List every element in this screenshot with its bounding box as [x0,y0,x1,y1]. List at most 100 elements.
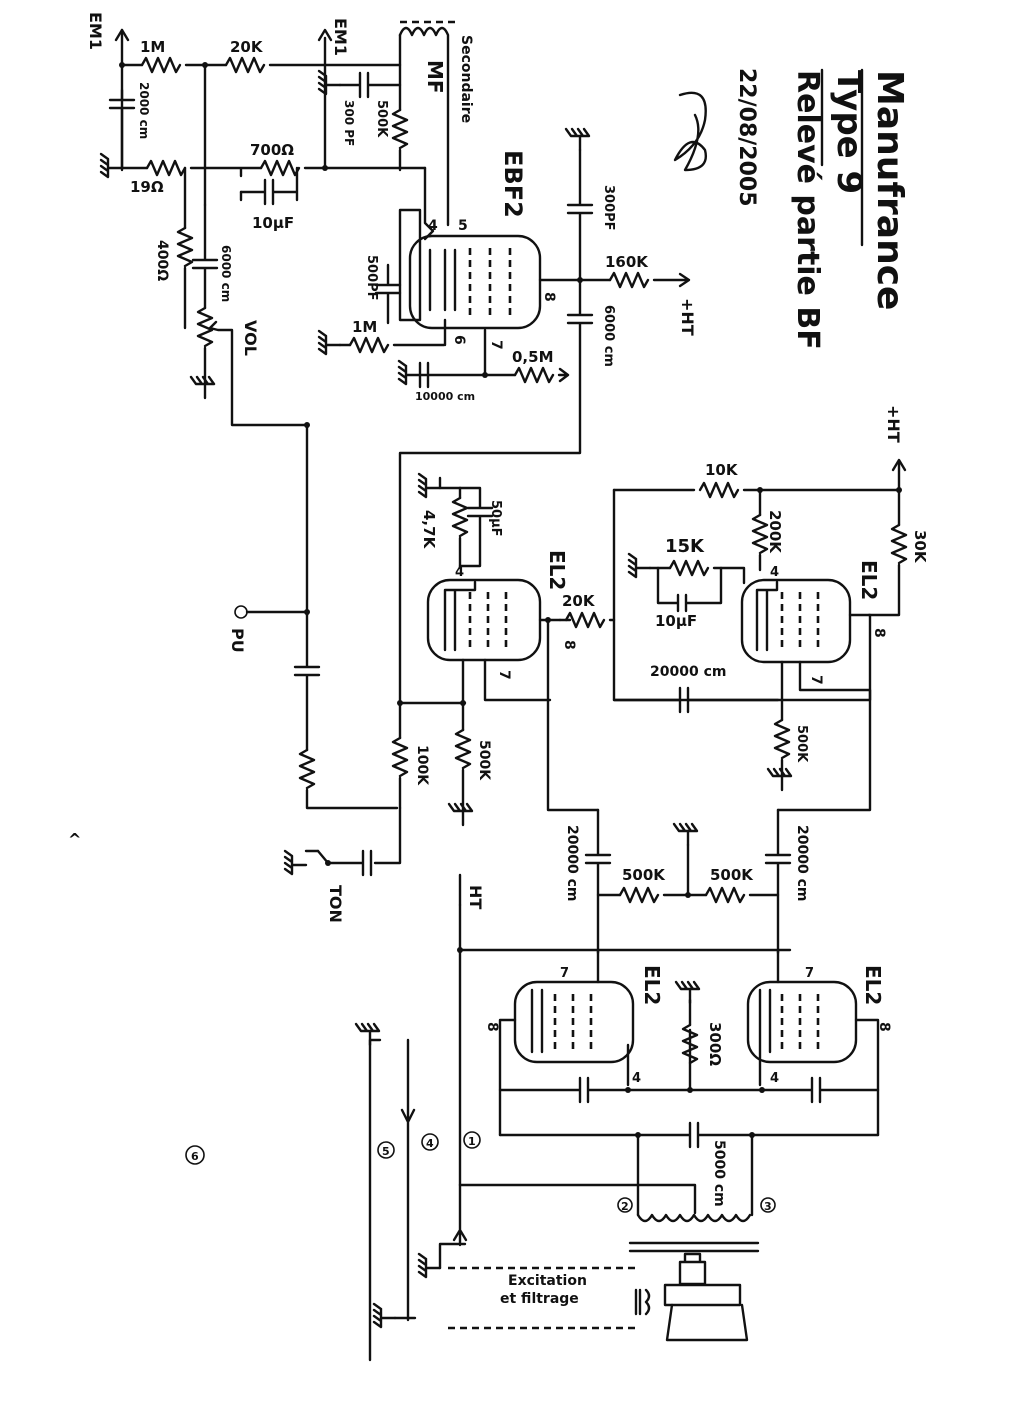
c-20000-l-label: 20000 cm [564,825,580,901]
c-10uf-b-label: 10µF [655,612,697,630]
svg-text:6: 6 [191,1150,199,1163]
r-15k-label: 15K [665,536,705,557]
r-300-label: 300Ω [706,1022,724,1066]
ebf2-pin7: 7 [488,340,504,350]
r-47k-label: 4,7K [420,510,438,550]
svg-text:4: 4 [426,1137,434,1150]
r-20k-top-label: 20K [230,38,264,56]
c-20000-r-label: 20000 cm [794,825,810,901]
c-20000-mid-label: 20000 cm [650,664,726,680]
label-ht-mid: +HT [884,405,903,443]
label-vol: VOL [241,320,260,356]
r-100k-label: 100K [414,745,430,786]
c-6000-vol-label: 6000 cm [219,245,233,302]
c-50uf-label: 50µF [488,500,503,537]
output-transformer: 2 3 [458,1133,776,1253]
r-400-label: 400Ω [154,240,170,281]
r-500k-left-label: 500K [476,740,492,781]
svg-text:3: 3 [764,1200,772,1213]
label-pu: PU [228,628,247,653]
tube-el2-out-a: EL2 7 8 4 [484,948,664,1137]
el2d-pin8: 8 [876,1022,892,1032]
ebf2-pin4: 4 [428,218,438,234]
label-ht-bottom: HT [466,885,485,909]
label-el2-out-b: EL2 [861,965,885,1005]
c-500pf-label: 500PF [364,255,379,301]
el2a-pin8: 8 [561,640,577,650]
transformer-core [628,1241,760,1253]
r-05m-label: 0,5M [512,348,554,366]
em1-arrow [114,28,130,42]
tube-el2-driver-a: 4,7K 50µF EL2 4 8 7 20K 500K 100K TON [283,472,616,923]
excitation-block: Excitation et filtrage [354,1022,651,1362]
c-2000-label: 2000 cm [137,82,151,139]
title-model: Type 9 [829,70,869,194]
label-ebf2: EBF2 [499,150,527,218]
cathode-network: 300Ω 5000 cm [498,980,880,1207]
c-300pf-label: 300 PF [342,100,356,146]
circled-numbers: 1 4 5 6 [185,1131,481,1165]
coupling-section: 20000 cm 20000 cm 500K 500K [564,808,810,955]
label-mf: MF [423,60,447,94]
el2a-pin4: 4 [455,565,464,580]
speaker [663,1252,749,1342]
el2b-pin8: 8 [871,628,887,638]
el2b-pin4: 4 [770,565,779,580]
r-200k-label: 200K [766,510,784,554]
r-500k-b-label: 500K [710,866,754,884]
signature [673,91,707,172]
svg-text:5: 5 [382,1145,390,1158]
r-20k-mid-label: 20K [562,592,596,610]
vol-pu-section: 400Ω 6000 cm VOL PU [154,166,399,810]
ebf2-pin5: 5 [458,218,468,234]
ht-rail: HT [457,873,792,1187]
mf-coil [398,26,450,227]
ebf2-plate-section: 300PF 160K +HT 6000 cm [398,127,697,705]
label-el2-driver-a: EL2 [545,550,569,590]
el2d-pin7: 7 [805,966,814,981]
ebf2-pin6: 6 [451,335,467,345]
r-500k-a-label: 500K [622,866,666,884]
el2c-pin4: 4 [632,1071,641,1086]
r-10k-label: 10K [705,461,739,479]
label-excitation: Excitation [508,1273,587,1289]
c-10000-label: 10000 cm [415,390,475,403]
label-el2-driver-b: EL2 [857,560,881,600]
el2d-pin4: 4 [770,1071,779,1086]
label-excitation-b: et filtrage [500,1291,579,1307]
label-em1-b: EM1 [331,18,350,56]
title-subtitle: Relevé partie BF [790,70,825,350]
title-brand: Manufrance [869,70,910,310]
tube-ebf2: EBF2 4 5 6 7 8 500PF 1M 10000 cm 0,5M [317,150,582,403]
detector-section: EM1 1M 20K 2000 cm 19Ω 700Ω 10µF EM1 300… [86,12,474,232]
tube-el2-out-b: EL2 7 8 4 [746,948,892,1137]
label-secondaire: Secondaire [458,35,474,123]
c-5000-label: 5000 cm [711,1140,727,1207]
svg-text:1: 1 [468,1135,476,1148]
c-6000-label: 6000 cm [601,305,616,367]
r-30k-label: 30K [911,530,929,564]
r-19-label: 19Ω [130,178,164,196]
svg-text:2: 2 [621,1200,629,1213]
ebf2-pin8: 8 [541,292,557,302]
tube-el2-driver-b: +HT 10K 200K 30K 15K 10µF EL2 4 8 7 2000… [612,405,929,812]
r-500k-right-label: 500K [794,725,809,763]
r-500k-mf-label: 500K [374,100,389,138]
el2b-pin7: 7 [808,675,824,685]
r-160k-label: 160K [605,253,649,271]
c-10uf-label: 10µF [252,214,294,232]
r-1m-grid-label: 1M [352,318,377,336]
r-1m-top-label: 1M [140,38,165,56]
label-el2-out-a: EL2 [640,965,664,1005]
label-ht-top: +HT [678,298,697,336]
el2c-pin8: 8 [484,1022,500,1032]
label-em1: EM1 [86,12,105,50]
title-date: 22/08/2005 [734,68,759,207]
title-block: Manufrance Type 9 Relevé partie BF 22/08… [673,68,910,350]
el2c-pin7: 7 [560,966,569,981]
c-300pf-b-label: 300PF [601,185,616,231]
stray-mark: ^ [68,830,81,849]
el2a-pin7: 7 [496,670,512,680]
r-700-label: 700Ω [250,141,294,159]
